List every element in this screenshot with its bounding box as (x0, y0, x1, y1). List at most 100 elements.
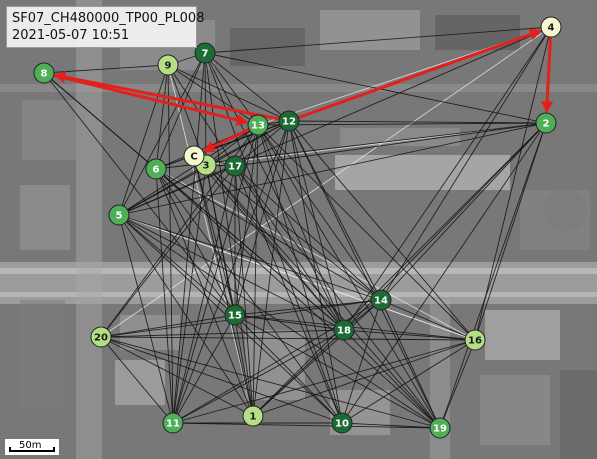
node-label: 7 (202, 49, 209, 60)
node-marker (224, 155, 246, 177)
node-C[interactable]: C (183, 145, 205, 167)
node-2[interactable]: 2 (535, 112, 557, 134)
node-marker (429, 417, 451, 439)
link-5-17 (118, 165, 236, 216)
link-2-12 (288, 120, 547, 124)
link-8-6 (43, 72, 157, 170)
node-label: 15 (228, 311, 242, 322)
link-5-15 (118, 214, 236, 316)
datetime-label: 2021-05-07 10:51 (12, 28, 130, 43)
link-10-14 (341, 299, 382, 424)
node-marker (370, 289, 392, 311)
link-2-19 (439, 122, 547, 429)
link-18-20 (100, 329, 345, 338)
node-14[interactable]: 14 (370, 289, 392, 311)
node-marker (224, 304, 246, 326)
link-14-19 (380, 299, 441, 429)
route-arrow-12-8 (53, 71, 280, 121)
weak-link-16-6 (155, 168, 476, 341)
weak-link-5-16 (118, 214, 476, 341)
node-label: 13 (251, 121, 265, 132)
node-18[interactable]: 18 (333, 319, 355, 341)
link-11-16 (172, 339, 476, 424)
link-6-9 (155, 64, 169, 170)
link-14-17 (234, 165, 382, 301)
link-10-19 (341, 422, 441, 429)
link-4-18 (343, 26, 552, 331)
link-16-19 (439, 339, 476, 429)
node-12[interactable]: 12 (278, 110, 300, 132)
device-id-label: SF07_CH480000_TP00_PL008 (12, 11, 205, 26)
link-15-16 (234, 314, 476, 341)
link-10-20 (100, 336, 343, 424)
link-C-1 (193, 155, 254, 417)
link-2-6 (155, 122, 547, 170)
link-3-19 (205, 164, 441, 429)
link-6-10 (155, 168, 343, 424)
timestamp-panel: SF07_CH480000_TP00_PL008 2021-05-07 10:5… (6, 6, 205, 48)
node-label: 8 (41, 69, 48, 80)
node-label: 18 (337, 326, 351, 337)
node-8[interactable]: 8 (33, 62, 55, 84)
scale-bar: 50m (4, 438, 60, 456)
link-11-17 (172, 165, 236, 424)
link-13-15 (234, 124, 259, 316)
node-9[interactable]: 9 (157, 54, 179, 76)
link-16-20 (100, 336, 476, 341)
node-13[interactable]: 13 (247, 114, 269, 136)
node-4[interactable]: 4 (540, 16, 562, 38)
node-19[interactable]: 19 (429, 417, 451, 439)
link-13-19 (257, 124, 441, 429)
link-5-11 (118, 214, 174, 424)
node-marker (108, 204, 130, 226)
node-6[interactable]: 6 (145, 158, 167, 180)
node-11[interactable]: 11 (162, 412, 184, 434)
link-6-19 (155, 168, 441, 429)
node-17[interactable]: 17 (224, 155, 246, 177)
node-marker (162, 412, 184, 434)
link-13-18 (257, 124, 345, 331)
node-label: 10 (335, 419, 349, 430)
link-1-18 (252, 329, 345, 417)
link-9-17 (167, 64, 236, 167)
link-17-18 (234, 165, 345, 331)
link-11-12 (172, 120, 290, 424)
node-label: 16 (468, 336, 482, 347)
link-5-14 (118, 214, 382, 301)
link-2-13 (257, 122, 547, 126)
link-9-12 (167, 64, 290, 122)
link-19-20 (100, 336, 441, 429)
node-marker (33, 62, 55, 84)
link-7-18 (204, 52, 345, 331)
node-label: 20 (94, 333, 108, 344)
node-label: 2 (543, 119, 550, 130)
node-10[interactable]: 10 (331, 412, 353, 434)
route-arrow-12-4 (297, 28, 542, 120)
link-3-13 (205, 124, 259, 166)
node-7[interactable]: 7 (194, 42, 216, 64)
scale-ruler (9, 447, 55, 452)
node-16[interactable]: 16 (464, 329, 486, 351)
link-13-16 (257, 124, 476, 341)
node-15[interactable]: 15 (224, 304, 246, 326)
node-20[interactable]: 20 (90, 326, 112, 348)
link-8-15 (43, 72, 236, 316)
link-6-11 (155, 168, 174, 424)
link-10-17 (234, 165, 343, 424)
node-marker (333, 319, 355, 341)
node-label: 17 (228, 162, 242, 173)
node-5[interactable]: 5 (108, 204, 130, 226)
link-14-15 (234, 299, 382, 316)
node-1[interactable]: 1 (242, 405, 264, 427)
node-label: 5 (116, 211, 123, 222)
link-5-9 (118, 64, 169, 216)
node-marker (535, 112, 557, 134)
node-label: 4 (548, 23, 555, 34)
link-1-5 (118, 214, 254, 417)
link-17-19 (234, 165, 441, 429)
node-label: 19 (433, 424, 447, 435)
